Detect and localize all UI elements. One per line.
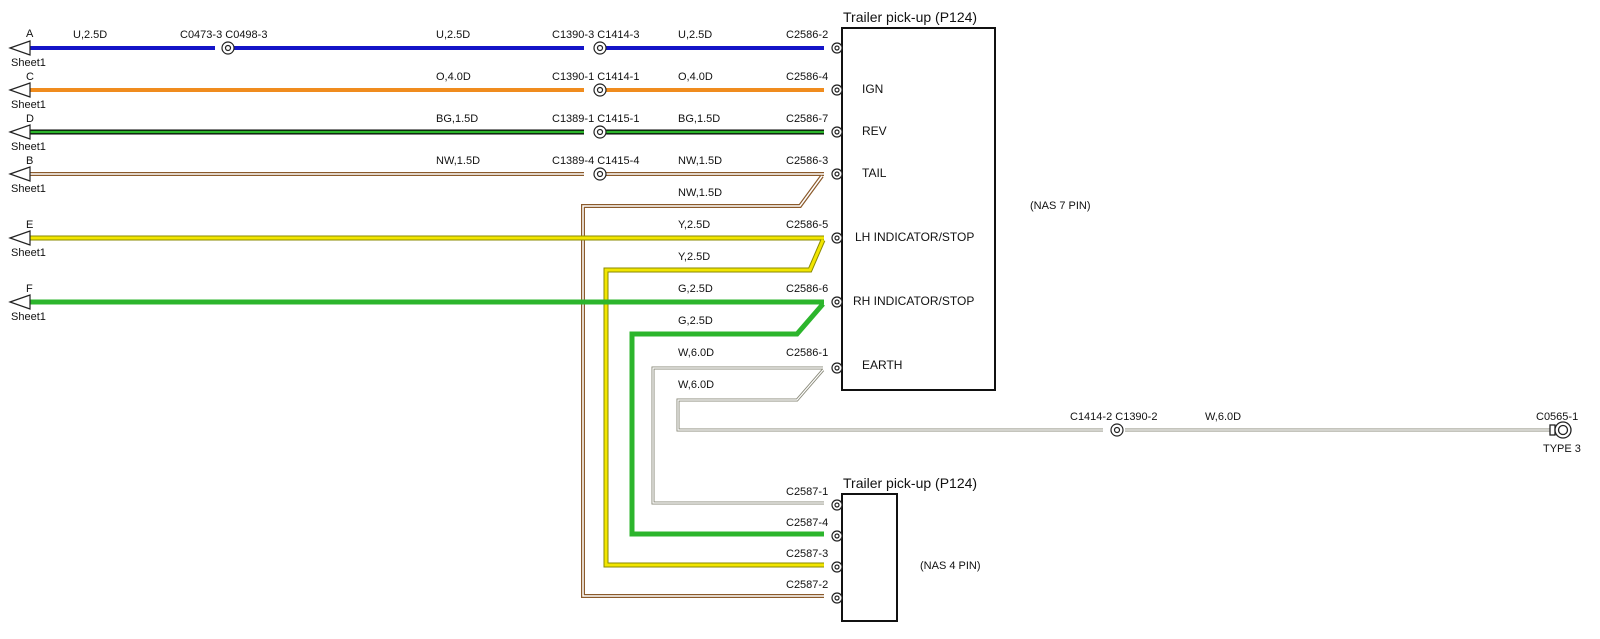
wire-label: U,2.5D — [678, 29, 712, 41]
sheet-label[interactable]: Sheet1 — [11, 247, 46, 259]
connector-label: C1390-1 C1414-1 — [552, 71, 639, 83]
connector-label: C2586-4 — [786, 71, 828, 83]
wire-earth-links — [651, 366, 1550, 505]
pin-name: RH INDICATOR/STOP — [853, 294, 974, 308]
ground-type-label: TYPE 3 — [1543, 443, 1581, 455]
ground-terminal-icon — [1549, 421, 1572, 439]
connector-label: C0473-3 C0498-3 — [180, 29, 267, 41]
pin-name: REV — [862, 124, 887, 138]
arrow-letter-c: C — [26, 71, 34, 83]
connector-label: C2587-3 — [786, 548, 828, 560]
connector-label: C2586-7 — [786, 113, 828, 125]
arrow-letter-d: D — [26, 113, 34, 125]
wire-label: G,2.5D — [678, 315, 713, 327]
pin-name: TAIL — [862, 166, 887, 180]
wire-label: BG,1.5D — [678, 113, 720, 125]
connector-label: C2587-1 — [786, 486, 828, 498]
wire-label: Y,2.5D — [678, 219, 710, 231]
connector-7pin-title: Trailer pick-up (P124) — [843, 9, 977, 25]
connector-label: C1414-2 C1390-2 — [1070, 411, 1157, 423]
sheet-arrows — [8, 40, 31, 310]
pin-name: IGN — [862, 82, 883, 96]
wire-label: G,2.5D — [678, 283, 713, 295]
pin-terminals-7pin — [831, 42, 843, 374]
wire-label: BG,1.5D — [436, 113, 478, 125]
connector-7pin-box — [841, 27, 996, 391]
wire-label: W,6.0D — [678, 379, 714, 391]
wire-yellow-link — [603, 239, 826, 568]
wire-label: O,4.0D — [678, 71, 713, 83]
wire-green-link — [629, 302, 825, 537]
connector-label: C2586-6 — [786, 283, 828, 295]
connector-label: C2586-1 — [786, 347, 828, 359]
wire-label: W,6.0D — [678, 347, 714, 359]
inline-connectors — [221, 41, 1124, 437]
connector-label: C1390-3 C1414-3 — [552, 29, 639, 41]
wire-label: O,4.0D — [436, 71, 471, 83]
pin-name: EARTH — [862, 358, 902, 372]
connector-label: C2586-2 — [786, 29, 828, 41]
arrow-letter-a: A — [26, 28, 34, 40]
sheet-label[interactable]: Sheet1 — [11, 141, 46, 153]
wire-label: U,2.5D — [73, 29, 107, 41]
sheet-label[interactable]: Sheet1 — [11, 311, 46, 323]
connector-label: C2587-4 — [786, 517, 828, 529]
connector-4pin-title: Trailer pick-up (P124) — [843, 475, 977, 491]
connector-label: C2587-2 — [786, 579, 828, 591]
wire-label: W,6.0D — [1205, 411, 1241, 423]
pin-name: LH INDICATOR/STOP — [855, 230, 974, 244]
connector-label: C2586-3 — [786, 155, 828, 167]
wire-label: U,2.5D — [436, 29, 470, 41]
arrow-letter-e: E — [26, 219, 33, 231]
wire-label: NW,1.5D — [678, 155, 722, 167]
wire-nw-link — [581, 174, 824, 598]
connector-4pin-box — [841, 493, 898, 622]
sheet-label[interactable]: Sheet1 — [11, 99, 46, 111]
arrow-letter-b: B — [26, 155, 33, 167]
connector-label: C1389-4 C1415-4 — [552, 155, 639, 167]
wire-label: Y,2.5D — [678, 251, 710, 263]
connector-label: C0565-1 — [1536, 411, 1578, 423]
pin-terminals-4pin — [831, 499, 843, 604]
wire-label: NW,1.5D — [678, 187, 722, 199]
arrow-letter-f: F — [26, 283, 33, 295]
wire-label: NW,1.5D — [436, 155, 480, 167]
connector-label: C1389-1 C1415-1 — [552, 113, 639, 125]
sheet-label[interactable]: Sheet1 — [11, 183, 46, 195]
connector-label: C2586-5 — [786, 219, 828, 231]
sheet-label[interactable]: Sheet1 — [11, 57, 46, 69]
connector-7pin-type: (NAS 7 PIN) — [1030, 200, 1091, 212]
connector-4pin-type: (NAS 4 PIN) — [920, 560, 981, 572]
